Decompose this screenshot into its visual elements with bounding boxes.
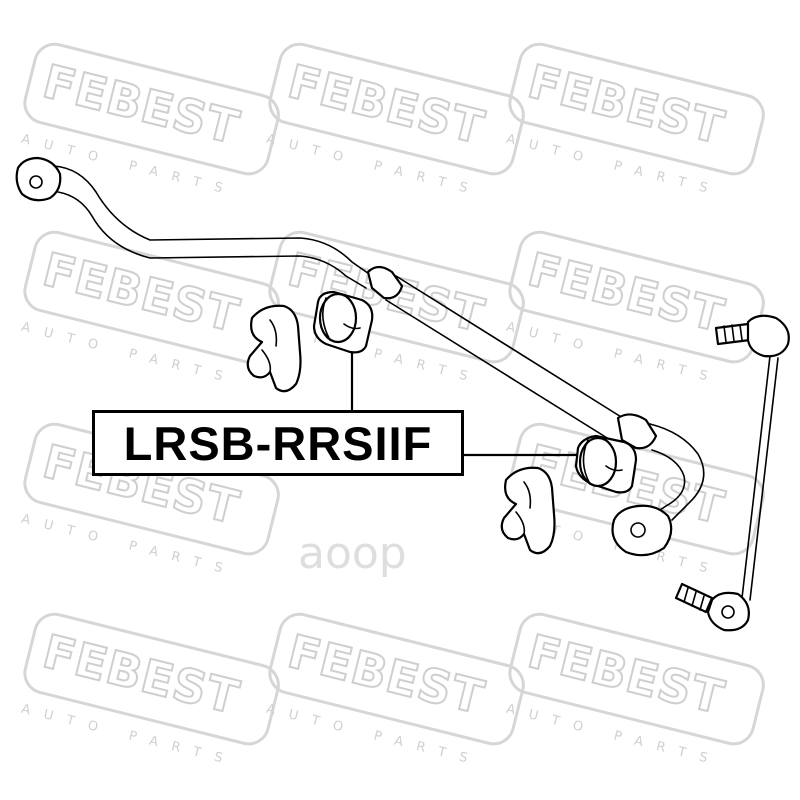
part-number-callout: LRSB-RRSIIF	[92, 410, 464, 476]
watermark-tile: FEBEST AUTO PARTS	[265, 612, 525, 770]
bracket-lower	[500, 466, 556, 555]
watermark-brand: FEBEST	[38, 54, 245, 155]
watermark-tile: FEBEST AUTO PARTS	[20, 612, 280, 770]
watermark-brand: FEBEST	[283, 624, 490, 725]
bushing-upper	[312, 290, 374, 354]
watermark-brand: FEBEST	[523, 54, 730, 155]
watermark-tile: FEBEST AUTO PARTS	[20, 230, 280, 388]
center-watermark-mark: aoop	[298, 528, 407, 579]
watermark-brand: FEBEST	[38, 624, 245, 725]
watermark-tile: FEBEST AUTO PARTS	[505, 230, 765, 388]
stabilizer-link	[674, 314, 790, 632]
watermark-tile: FEBEST AUTO PARTS	[265, 42, 525, 200]
watermark-tile: FEBEST AUTO PARTS	[505, 42, 765, 200]
watermark-brand: FEBEST	[523, 624, 730, 725]
watermark-layer: FEBEST AUTO PARTS FEBEST AUTO PARTS FEBE…	[20, 42, 765, 770]
watermark-tile: FEBEST AUTO PARTS	[505, 612, 765, 770]
bushing-lower	[574, 434, 638, 494]
watermark-brand: FEBEST	[523, 242, 730, 343]
bracket-upper	[246, 304, 302, 393]
watermark-brand: FEBEST	[283, 54, 490, 155]
stabilizer-bar	[15, 156, 705, 557]
part-number: LRSB-RRSIIF	[123, 416, 433, 470]
